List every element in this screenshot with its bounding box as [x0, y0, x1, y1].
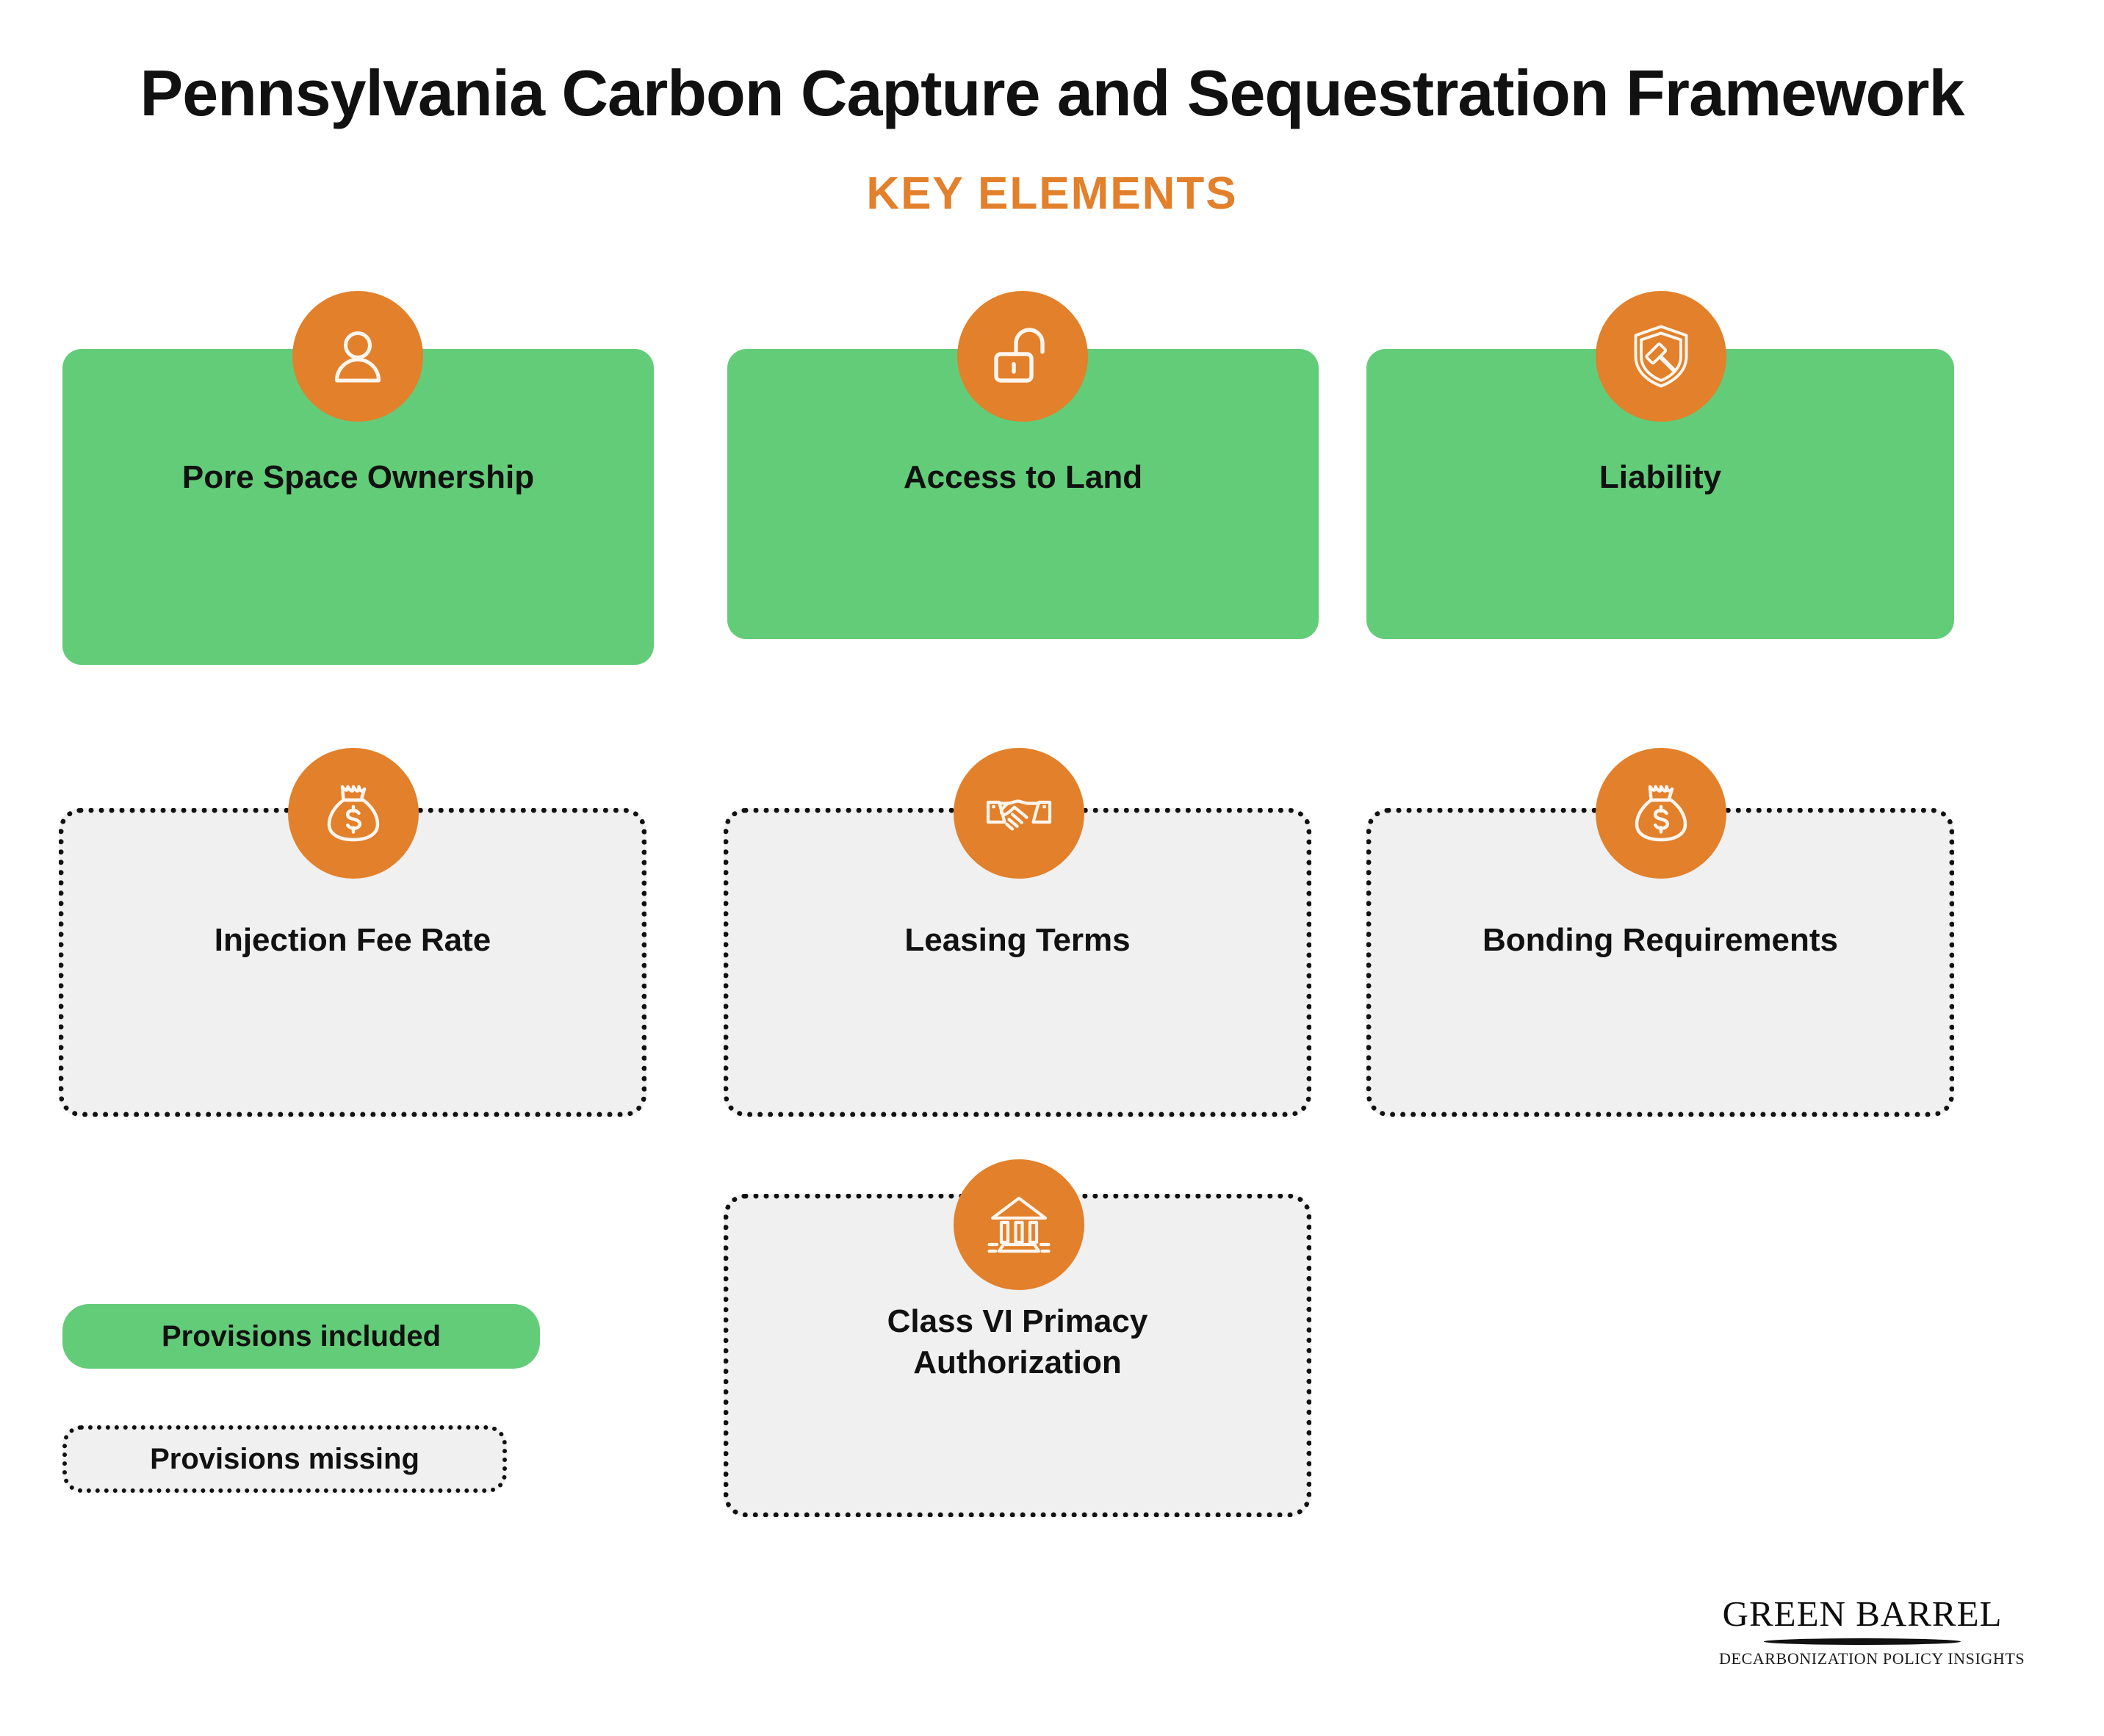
person-icon [292, 291, 423, 422]
card-label: Pore Space Ownership [181, 458, 535, 495]
card-label: Class VI Primacy Authorization [887, 1303, 1148, 1380]
brand-logo: GREEN BARREL DECARBONIZATION POLICY INSI… [1719, 1593, 2025, 1668]
legend-missing-label: Provisions missing [150, 1442, 419, 1475]
brand-tagline: DECARBONIZATION POLICY INSIGHTS [1719, 1649, 2025, 1668]
money-bag-icon [288, 748, 419, 879]
logo-swash-divider [1764, 1638, 1961, 1645]
money-bag-icon [1596, 748, 1726, 879]
bank-building-icon [954, 1159, 1084, 1290]
handshake-icon [954, 748, 1084, 879]
page-title: Pennsylvania Carbon Capture and Sequestr… [140, 57, 1965, 129]
page-subtitle: KEY ELEMENTS [866, 168, 1238, 219]
brand-name: GREEN BARREL [1722, 1593, 2003, 1634]
unlock-icon [957, 291, 1088, 422]
legend-provisions-included: Provisions included [62, 1304, 540, 1369]
card-label: Leasing Terms [904, 921, 1131, 958]
card-label: Liability [1599, 459, 1722, 496]
legend-provisions-missing: Provisions missing [62, 1425, 507, 1493]
shield-gavel-icon [1596, 291, 1726, 422]
legend-included-label: Provisions included [161, 1319, 442, 1353]
card-label: Injection Fee Rate [214, 921, 491, 958]
card-label: Bonding Requirements [1482, 921, 1839, 958]
card-label: Access to Land [903, 459, 1143, 496]
